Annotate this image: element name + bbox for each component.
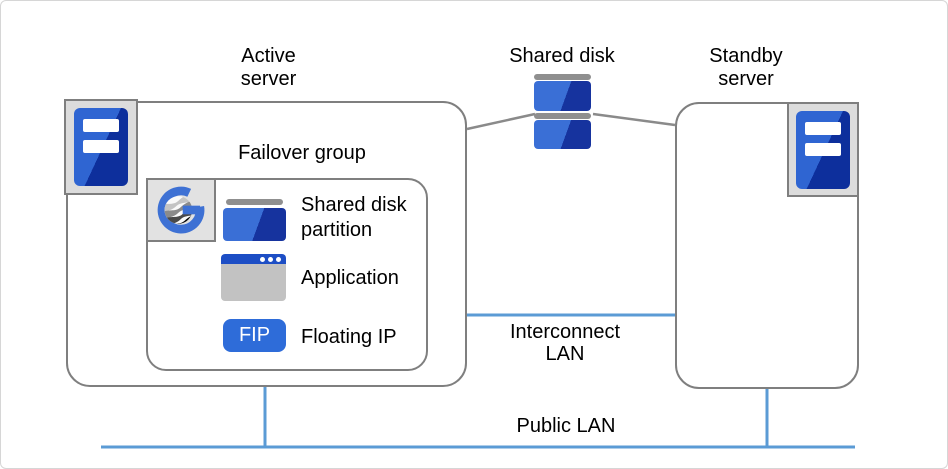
standby-server-icon <box>787 102 859 197</box>
application-label: Application <box>301 267 399 289</box>
disk-to-active-connector-line <box>466 112 536 131</box>
disk-to-standby-connector-line <box>592 112 676 127</box>
active-server-icon <box>64 99 138 195</box>
cluster-logo-panel <box>146 178 216 242</box>
shared-disk-label: Shared disk <box>509 45 615 67</box>
fip-badge-text: FIP <box>238 324 271 346</box>
standby-server-label: Standby server <box>709 45 783 90</box>
interconnect-lan-label: Interconnect LAN <box>509 321 621 365</box>
application-icon <box>221 254 286 301</box>
shared-disk-partition-label: Shared disk partition <box>301 194 407 241</box>
active-server-label: Active server <box>240 45 297 90</box>
server-tower-icon <box>74 108 128 186</box>
floating-ip-label: Floating IP <box>301 326 397 348</box>
app-window-titlebar <box>221 254 286 264</box>
floating-ip-icon: FIP <box>223 319 286 352</box>
failover-group-label: Failover group <box>238 142 366 164</box>
server-tower-icon <box>796 110 850 189</box>
public-lan-label: Public LAN <box>516 415 616 437</box>
expresscluster-logo-icon <box>157 186 205 234</box>
